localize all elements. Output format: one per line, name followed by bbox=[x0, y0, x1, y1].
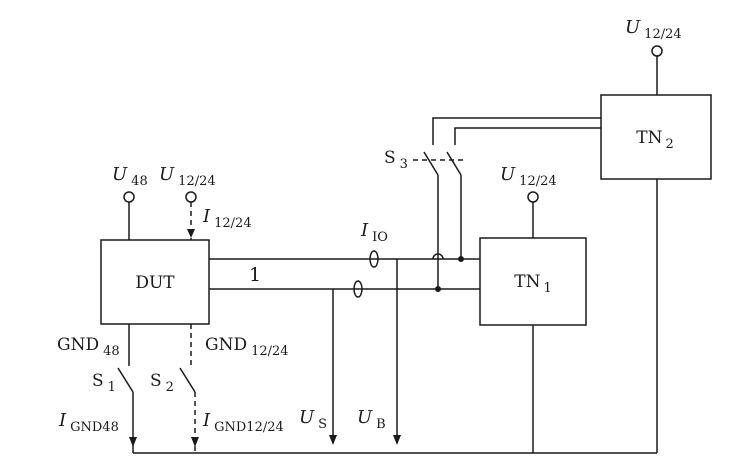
tn2-link-inner bbox=[454, 127, 601, 132]
dut-label: DUT bbox=[135, 273, 175, 293]
ub-arrow bbox=[393, 435, 401, 445]
u1224-tn1-terminal bbox=[527, 191, 539, 203]
s3-blade-outer bbox=[423, 151, 439, 176]
ignd48-arrow bbox=[129, 437, 137, 447]
dut-block bbox=[100, 239, 210, 325]
u1224-tn2-terminal bbox=[651, 45, 663, 57]
bus-line-number: 1 bbox=[249, 264, 261, 286]
tn2-link-outer bbox=[432, 117, 601, 120]
s2-blade bbox=[179, 367, 196, 393]
current-probe-lower bbox=[353, 280, 363, 298]
current-probe-upper bbox=[369, 250, 379, 268]
u48-terminal bbox=[123, 191, 135, 203]
tn1-block bbox=[479, 237, 587, 326]
s1-blade bbox=[117, 367, 134, 393]
ignd1224-arrow bbox=[191, 437, 199, 447]
tn2-block bbox=[600, 94, 712, 180]
i1224-arrow bbox=[187, 229, 195, 238]
us-arrow bbox=[329, 435, 337, 445]
u1224-dut-terminal bbox=[185, 191, 197, 203]
s3-blade-inner bbox=[446, 151, 462, 176]
